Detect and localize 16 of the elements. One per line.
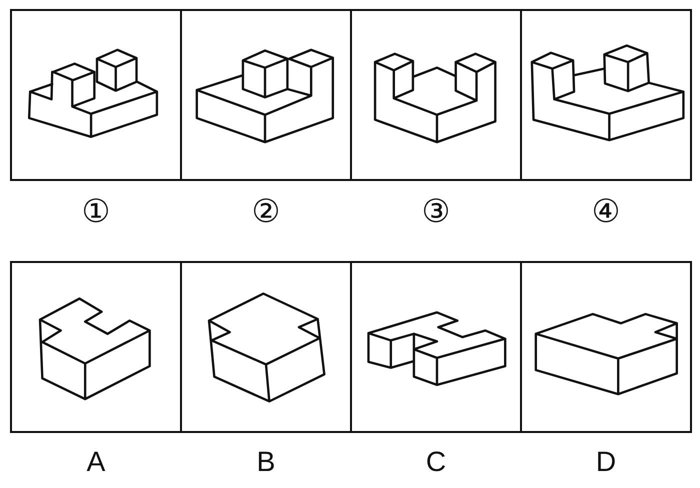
- figure-panel: [520, 261, 692, 433]
- option-label: B: [256, 448, 276, 476]
- figure-panel: [180, 9, 352, 181]
- option-label: D: [596, 448, 616, 476]
- figure-panel: [350, 9, 522, 181]
- option-label: ④: [592, 195, 620, 227]
- option-label: ①: [82, 195, 110, 227]
- figure-panel: [10, 261, 182, 433]
- option-label: ②: [252, 195, 280, 227]
- figure-panel: [180, 261, 352, 433]
- figure-panel: [350, 261, 522, 433]
- option-label: ③: [422, 195, 450, 227]
- figure-panel: [520, 9, 692, 181]
- figure-panel: [10, 9, 182, 181]
- option-label: C: [426, 448, 446, 476]
- option-label: A: [86, 448, 106, 476]
